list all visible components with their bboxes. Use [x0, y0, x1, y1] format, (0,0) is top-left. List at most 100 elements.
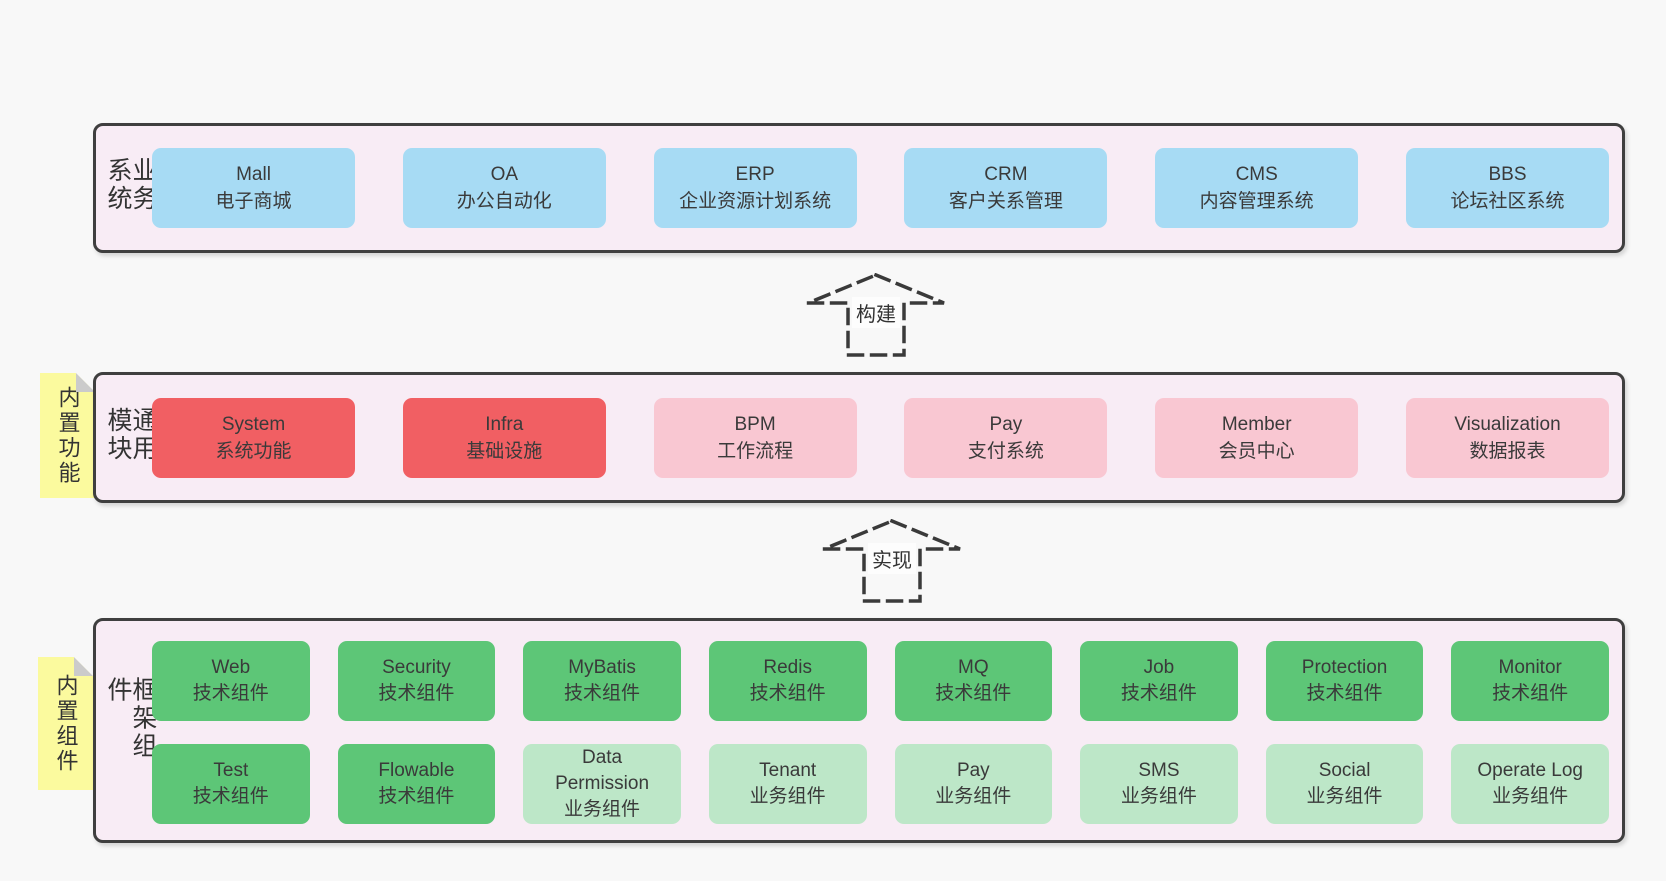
box-social: Social 业务组件	[1265, 744, 1424, 824]
box-title: Mall	[236, 164, 271, 185]
box-subtitle: 技术组件	[1120, 683, 1197, 704]
box-subtitle: 系统功能	[215, 440, 292, 462]
box-subtitle: 技术组件	[1306, 683, 1383, 704]
band-common-label: 通用模块	[104, 406, 157, 463]
box-cms: CMS 内容管理系统	[1155, 148, 1359, 228]
build-arrow: 构建	[806, 273, 946, 357]
box-title: CRM	[984, 164, 1028, 185]
box-subtitle: 业务组件	[749, 786, 826, 807]
box-flowable: Flowable 技术组件	[337, 744, 496, 824]
box-subtitle: 数据报表	[1469, 440, 1546, 462]
box-title: MQ	[958, 657, 989, 678]
box-protection: Protection 技术组件	[1265, 641, 1424, 721]
box-operate-log: Operate Log 业务组件	[1451, 744, 1609, 824]
box-bpm: BPM 工作流程	[653, 397, 857, 478]
box-redis: Redis 技术组件	[708, 641, 867, 721]
box-title: Job	[1143, 657, 1175, 678]
box-subtitle: 客户关系管理	[948, 191, 1063, 212]
box-subtitle: 办公自动化	[456, 191, 552, 212]
box-subtitle: 电子商城	[215, 191, 292, 212]
implement-arrow: 实现	[822, 519, 962, 603]
box-subtitle: 会员中心	[1218, 440, 1295, 462]
box-mybatis: MyBatis 技术组件	[523, 641, 681, 721]
box-title: Social	[1318, 760, 1371, 781]
box-subtitle: 技术组件	[1492, 683, 1569, 704]
box-title: Web	[211, 657, 251, 678]
box-title: BBS	[1488, 164, 1527, 185]
box-title: Pay	[989, 413, 1023, 435]
box-title: Test	[213, 760, 249, 781]
box-subtitle: 论坛社区系统	[1450, 191, 1565, 212]
box-subtitle: 技术组件	[378, 786, 455, 807]
box-tenant: Tenant 业务组件	[708, 744, 867, 824]
box-pay-component: Pay 业务组件	[894, 744, 1053, 824]
box-title: Security	[382, 657, 451, 678]
box-subtitle: 工作流程	[717, 440, 794, 462]
box-subtitle: 企业资源计划系统	[679, 191, 832, 212]
box-title: System	[221, 413, 286, 435]
box-crm: CRM 客户关系管理	[904, 148, 1108, 228]
box-mq: MQ 技术组件	[894, 641, 1053, 721]
box-subtitle: 技术组件	[192, 786, 269, 807]
box-title: Redis	[763, 657, 812, 678]
box-subtitle: 基础设施	[466, 440, 543, 462]
box-test: Test 技术组件	[152, 744, 310, 824]
box-subtitle: 业务组件	[564, 799, 641, 820]
box-title: Protection	[1301, 657, 1388, 678]
framework-box-grid: Web 技术组件 Security 技术组件 MyBatis 技术组件 Redi…	[152, 641, 1609, 824]
box-title: OA	[490, 164, 519, 185]
box-title: Pay	[956, 760, 990, 781]
sticky-note-built-in-components: 内置组件	[38, 657, 93, 790]
box-title: SMS	[1138, 760, 1180, 781]
box-subtitle: 技术组件	[378, 683, 455, 704]
box-oa: OA 办公自动化	[402, 148, 606, 228]
box-infra: Infra 基础设施	[402, 397, 606, 478]
box-monitor: Monitor 技术组件	[1451, 641, 1609, 721]
box-title: Tenant	[759, 760, 817, 781]
box-sms: SMS 业务组件	[1080, 744, 1238, 824]
box-subtitle: 业务组件	[1120, 786, 1197, 807]
box-subtitle: 技术组件	[192, 683, 269, 704]
common-box-row: System 系统功能 Infra 基础设施 BPM 工作流程 Pay 支付系统…	[152, 397, 1609, 478]
box-title: Member	[1221, 413, 1292, 435]
up-arrow-icon	[823, 519, 961, 603]
box-title: Operate Log	[1477, 760, 1583, 781]
box-data-permission: Data Permission 业务组件	[523, 744, 681, 824]
box-member: Member 会员中心	[1155, 397, 1359, 478]
box-title: Monitor	[1498, 657, 1562, 678]
box-title: Visualization	[1454, 413, 1561, 435]
box-subtitle: 业务组件	[935, 786, 1012, 807]
box-subtitle: 技术组件	[935, 683, 1012, 704]
box-subtitle: 业务组件	[1492, 786, 1569, 807]
box-title: CMS	[1235, 164, 1278, 185]
box-security: Security 技术组件	[337, 641, 496, 721]
box-title: Data Permission	[555, 747, 650, 794]
band-business-systems: 业务系统 Mall 电子商城 OA 办公自动化 ERP 企业资源计划系统 CRM…	[93, 123, 1625, 253]
box-title: ERP	[735, 164, 775, 185]
band-common-modules: 通用模块 System 系统功能 Infra 基础设施 BPM 工作流程 Pay…	[93, 372, 1625, 503]
box-title: Infra	[485, 413, 524, 435]
box-job: Job 技术组件	[1080, 641, 1238, 721]
box-web: Web 技术组件	[152, 641, 310, 721]
box-subtitle: 业务组件	[1306, 786, 1383, 807]
box-title: Flowable	[378, 760, 455, 781]
build-arrow-label: 构建	[852, 297, 900, 328]
box-visualization: Visualization 数据报表	[1405, 397, 1609, 478]
box-erp: ERP 企业资源计划系统	[653, 148, 857, 228]
band-business-label: 业务系统	[104, 157, 157, 213]
box-mall: Mall 电子商城	[152, 148, 355, 228]
box-subtitle: 支付系统	[967, 440, 1044, 462]
box-subtitle: 内容管理系统	[1199, 191, 1314, 212]
box-title: MyBatis	[568, 657, 636, 678]
business-box-row: Mall 电子商城 OA 办公自动化 ERP 企业资源计划系统 CRM 客户关系…	[152, 148, 1609, 228]
box-bbs: BBS 论坛社区系统	[1405, 148, 1609, 228]
box-subtitle: 技术组件	[749, 683, 826, 704]
up-arrow-icon	[807, 273, 945, 357]
box-title: BPM	[734, 413, 776, 435]
sticky-note-built-in-features: 内置功能	[40, 373, 95, 498]
box-pay-module: Pay 支付系统	[904, 397, 1108, 478]
implement-arrow-label: 实现	[868, 543, 916, 574]
box-system: System 系统功能	[152, 397, 355, 478]
box-subtitle: 技术组件	[564, 683, 641, 704]
band-framework-label: 框架组件	[104, 675, 157, 760]
